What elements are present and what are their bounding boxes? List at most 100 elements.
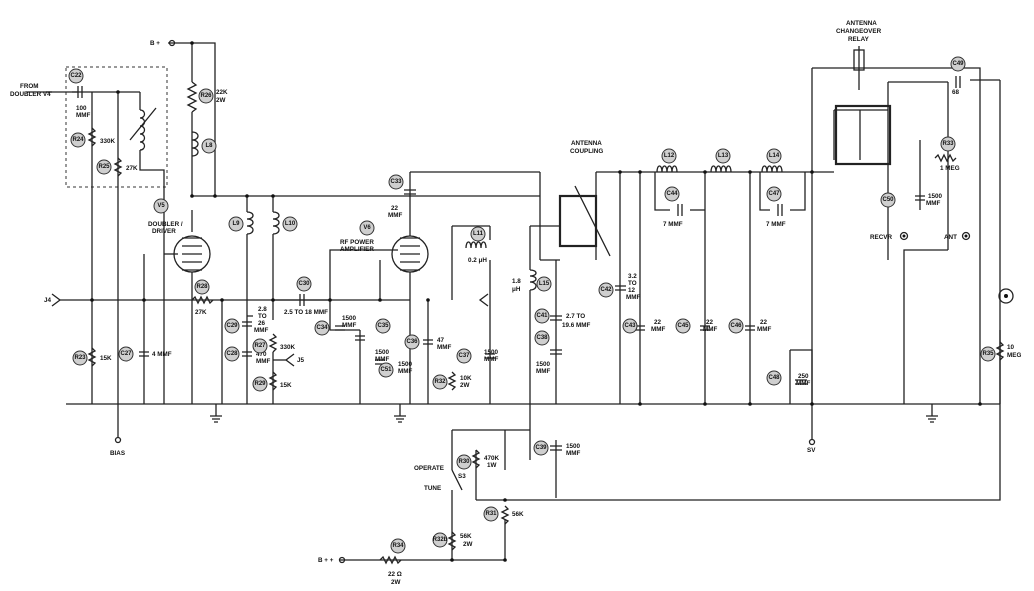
svg-text:C51: C51 bbox=[380, 367, 392, 373]
svg-text:2.5 TO 18 MMF: 2.5 TO 18 MMF bbox=[284, 309, 328, 316]
svg-text:C47: C47 bbox=[768, 191, 780, 197]
svg-text:MMF: MMF bbox=[926, 200, 940, 207]
svg-text:DOUBLER /: DOUBLER / bbox=[148, 221, 183, 228]
svg-text:C46: C46 bbox=[730, 323, 742, 329]
svg-text:R32: R32 bbox=[434, 379, 446, 385]
svg-text:V5: V5 bbox=[157, 203, 165, 209]
svg-text:1500: 1500 bbox=[342, 315, 357, 322]
c49: C49 68 bbox=[950, 56, 966, 96]
svg-text:MMF: MMF bbox=[342, 322, 356, 329]
svg-text:FROM: FROM bbox=[20, 83, 39, 90]
svg-text:R35: R35 bbox=[982, 351, 994, 357]
svg-text:C35: C35 bbox=[377, 323, 389, 329]
svg-text:C44: C44 bbox=[666, 191, 678, 197]
svg-text:L15: L15 bbox=[539, 281, 550, 287]
svg-text:MMF: MMF bbox=[566, 450, 580, 457]
svg-text:470: 470 bbox=[256, 351, 267, 358]
l13: L13 bbox=[715, 148, 731, 164]
svg-text:R23: R23 bbox=[74, 355, 86, 361]
svg-text:27K: 27K bbox=[126, 165, 138, 172]
r23: R23 15K bbox=[72, 350, 112, 366]
svg-text:MMF: MMF bbox=[536, 368, 550, 375]
svg-text:27K: 27K bbox=[195, 309, 207, 316]
svg-text:ANTENNA: ANTENNA bbox=[571, 140, 602, 147]
svg-text:12: 12 bbox=[628, 287, 636, 294]
svg-text:2W: 2W bbox=[216, 97, 226, 104]
svg-text:R33: R33 bbox=[942, 141, 954, 147]
svg-text:10K: 10K bbox=[460, 375, 472, 382]
svg-text:15K: 15K bbox=[280, 382, 292, 389]
l10: L10 bbox=[282, 216, 298, 232]
svg-text:C36: C36 bbox=[406, 339, 418, 345]
svg-text:3.2: 3.2 bbox=[628, 273, 637, 280]
svg-text:C45: C45 bbox=[677, 323, 689, 329]
svg-text:R28: R28 bbox=[196, 284, 208, 290]
svg-text:C43: C43 bbox=[624, 323, 636, 329]
svg-text:MMF: MMF bbox=[76, 112, 90, 119]
svg-text:C48: C48 bbox=[768, 375, 780, 381]
schematic-labels: FROM DOUBLER V4 B + B + + BIAS J4 J5 SV … bbox=[10, 20, 957, 564]
svg-text:68: 68 bbox=[952, 89, 960, 96]
r24: R24 330K bbox=[70, 132, 116, 148]
svg-text:C50: C50 bbox=[882, 197, 894, 203]
svg-text:7 MMF: 7 MMF bbox=[766, 221, 786, 228]
svg-text:22: 22 bbox=[654, 319, 662, 326]
r31: R31 56K bbox=[483, 506, 524, 522]
svg-text:C37: C37 bbox=[458, 353, 470, 359]
svg-text:C30: C30 bbox=[298, 281, 310, 287]
svg-text:C28: C28 bbox=[226, 351, 238, 357]
svg-text:S3: S3 bbox=[458, 473, 466, 480]
svg-text:MMF: MMF bbox=[256, 358, 270, 365]
svg-text:1500: 1500 bbox=[536, 361, 551, 368]
c30: C30 2.5 TO 18 MMF bbox=[284, 276, 328, 316]
svg-text:C41: C41 bbox=[536, 313, 548, 319]
svg-text:47: 47 bbox=[437, 337, 445, 344]
svg-text:MMF: MMF bbox=[757, 326, 771, 333]
svg-text:4 MMF: 4 MMF bbox=[152, 351, 172, 358]
v5: V5 DOUBLER /DRIVER bbox=[148, 198, 183, 235]
svg-text:ANTENNA: ANTENNA bbox=[846, 20, 877, 27]
wiring bbox=[26, 42, 1001, 561]
svg-text:L9: L9 bbox=[232, 221, 240, 227]
svg-text:C22: C22 bbox=[70, 73, 82, 79]
svg-text:L8: L8 bbox=[205, 143, 213, 149]
component-symbols bbox=[46, 39, 1014, 565]
svg-text:250: 250 bbox=[798, 373, 809, 380]
svg-text:56K: 56K bbox=[512, 511, 524, 518]
svg-text:R25: R25 bbox=[98, 164, 110, 170]
l8: L8 bbox=[201, 138, 217, 154]
svg-text:RF POWER: RF POWER bbox=[340, 239, 374, 246]
r25: R25 27K bbox=[96, 159, 138, 175]
svg-text:MMF: MMF bbox=[484, 356, 498, 363]
svg-text:J5: J5 bbox=[297, 357, 305, 364]
r27: R27 330K bbox=[252, 338, 296, 354]
svg-text:1.8: 1.8 bbox=[512, 278, 521, 285]
svg-text:TO: TO bbox=[258, 313, 267, 320]
svg-text:22: 22 bbox=[760, 319, 768, 326]
svg-text:C38: C38 bbox=[536, 335, 548, 341]
svg-text:C42: C42 bbox=[600, 287, 612, 293]
svg-text:MMF: MMF bbox=[796, 380, 810, 387]
svg-text:C27: C27 bbox=[120, 351, 132, 357]
svg-text:CHANGEOVER: CHANGEOVER bbox=[836, 28, 882, 35]
svg-text:R24: R24 bbox=[72, 137, 84, 143]
svg-text:RECVR: RECVR bbox=[870, 234, 892, 241]
svg-text:RELAY: RELAY bbox=[848, 36, 870, 43]
svg-text:15K: 15K bbox=[100, 355, 112, 362]
svg-text:22 Ω: 22 Ω bbox=[388, 571, 402, 578]
svg-text:DOUBLER V4: DOUBLER V4 bbox=[10, 91, 51, 98]
svg-text:μH: μH bbox=[512, 286, 521, 293]
